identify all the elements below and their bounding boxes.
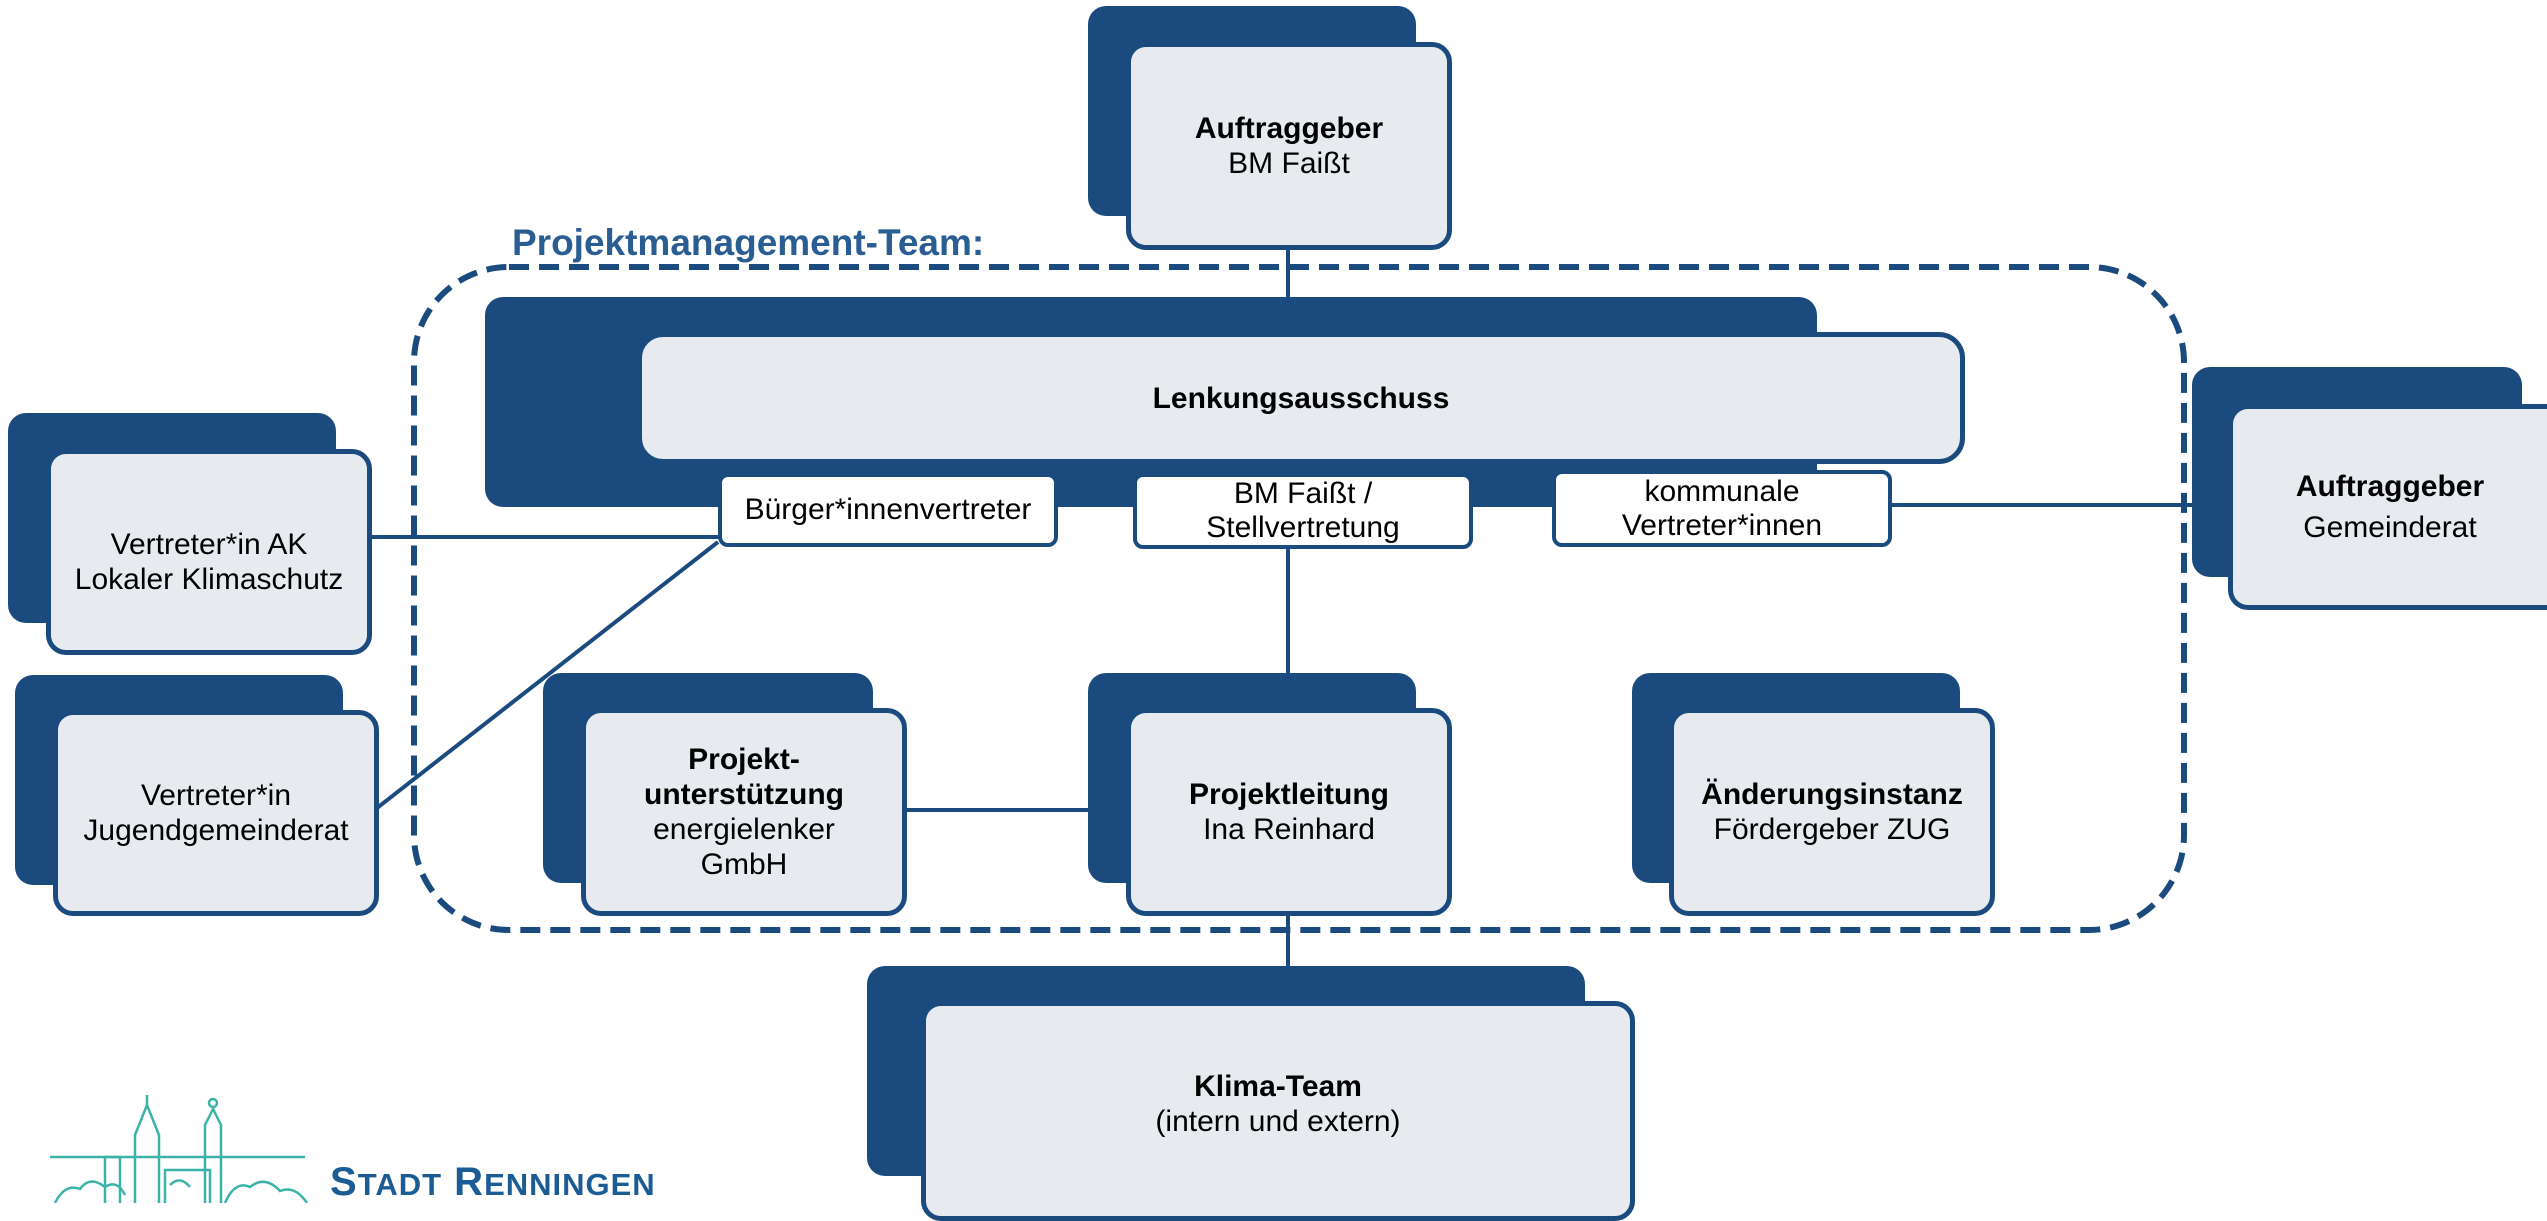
auftraggeber-right-box: Auftraggeber Gemeinderat bbox=[2228, 404, 2547, 610]
auftraggeber-right-title: Auftraggeber bbox=[2295, 470, 2485, 503]
team-dashed-border bbox=[411, 264, 2187, 933]
lenkung-box: Lenkungsausschuss bbox=[637, 332, 1965, 464]
ak-line2: Lokaler Klimaschutz bbox=[74, 563, 344, 596]
ak-line1: Vertreter*in AK bbox=[110, 528, 308, 561]
tab-bm-faisst: BM Faißt / Stellvertretung bbox=[1133, 473, 1473, 549]
tab-bm-line2: Stellvertretung bbox=[1206, 511, 1400, 544]
auftraggeber-right-sub: Gemeinderat bbox=[2303, 511, 2477, 544]
town-logo-icon bbox=[50, 1095, 309, 1203]
tab-kommunal-line2: Vertreter*innen bbox=[1621, 508, 1823, 542]
jugend-line1: Vertreter*in bbox=[140, 779, 292, 812]
unterstuetzung-title2: unterstützung bbox=[644, 778, 844, 811]
klima-sub: (intern und extern) bbox=[1155, 1105, 1401, 1138]
auftraggeber-top-sub: BM Faißt bbox=[1228, 147, 1350, 180]
auftraggeber-top-box: Auftraggeber BM Faißt bbox=[1126, 42, 1452, 250]
aenderung-sub: Fördergeber ZUG bbox=[1713, 813, 1951, 846]
leitung-sub: Ina Reinhard bbox=[1203, 813, 1375, 846]
connector-jugend bbox=[375, 540, 720, 810]
leitung-box: Projektleitung Ina Reinhard bbox=[1126, 708, 1452, 916]
unterstuetzung-sub1: energielenker bbox=[653, 813, 835, 846]
aenderung-box: Änderungsinstanz Fördergeber ZUG bbox=[1669, 708, 1995, 916]
ak-box: Vertreter*in AK Lokaler Klimaschutz bbox=[46, 449, 372, 655]
unterstuetzung-box: Projekt- unterstützung energielenker Gmb… bbox=[581, 708, 907, 916]
unterstuetzung-title1: Projekt- bbox=[688, 743, 800, 776]
leitung-title: Projektleitung bbox=[1188, 778, 1390, 811]
town-logo-text: STADT RENNINGEN bbox=[330, 1160, 656, 1204]
klima-box: Klima-Team (intern und extern) bbox=[921, 1001, 1635, 1221]
klima-title: Klima-Team bbox=[1194, 1070, 1362, 1103]
auftraggeber-top-title: Auftraggeber bbox=[1194, 112, 1384, 145]
jugend-line2: Jugendgemeinderat bbox=[83, 814, 349, 847]
team-label: Projektmanagement-Team: bbox=[512, 222, 985, 263]
jugend-box: Vertreter*in Jugendgemeinderat bbox=[53, 710, 379, 916]
unterstuetzung-sub2: GmbH bbox=[700, 848, 788, 881]
tab-kommunal-line1: kommunale bbox=[1644, 474, 1800, 508]
tab-buerger: Bürger*innenvertreter bbox=[718, 473, 1058, 547]
lenkung-title: Lenkungsausschuss bbox=[1152, 381, 1450, 415]
tab-bm-line1: BM Faißt / bbox=[1233, 477, 1373, 510]
tab-buerger-label: Bürger*innenvertreter bbox=[744, 493, 1032, 526]
aenderung-title: Änderungsinstanz bbox=[1701, 778, 1963, 811]
tab-kommunal: kommunale Vertreter*innen bbox=[1552, 470, 1892, 547]
